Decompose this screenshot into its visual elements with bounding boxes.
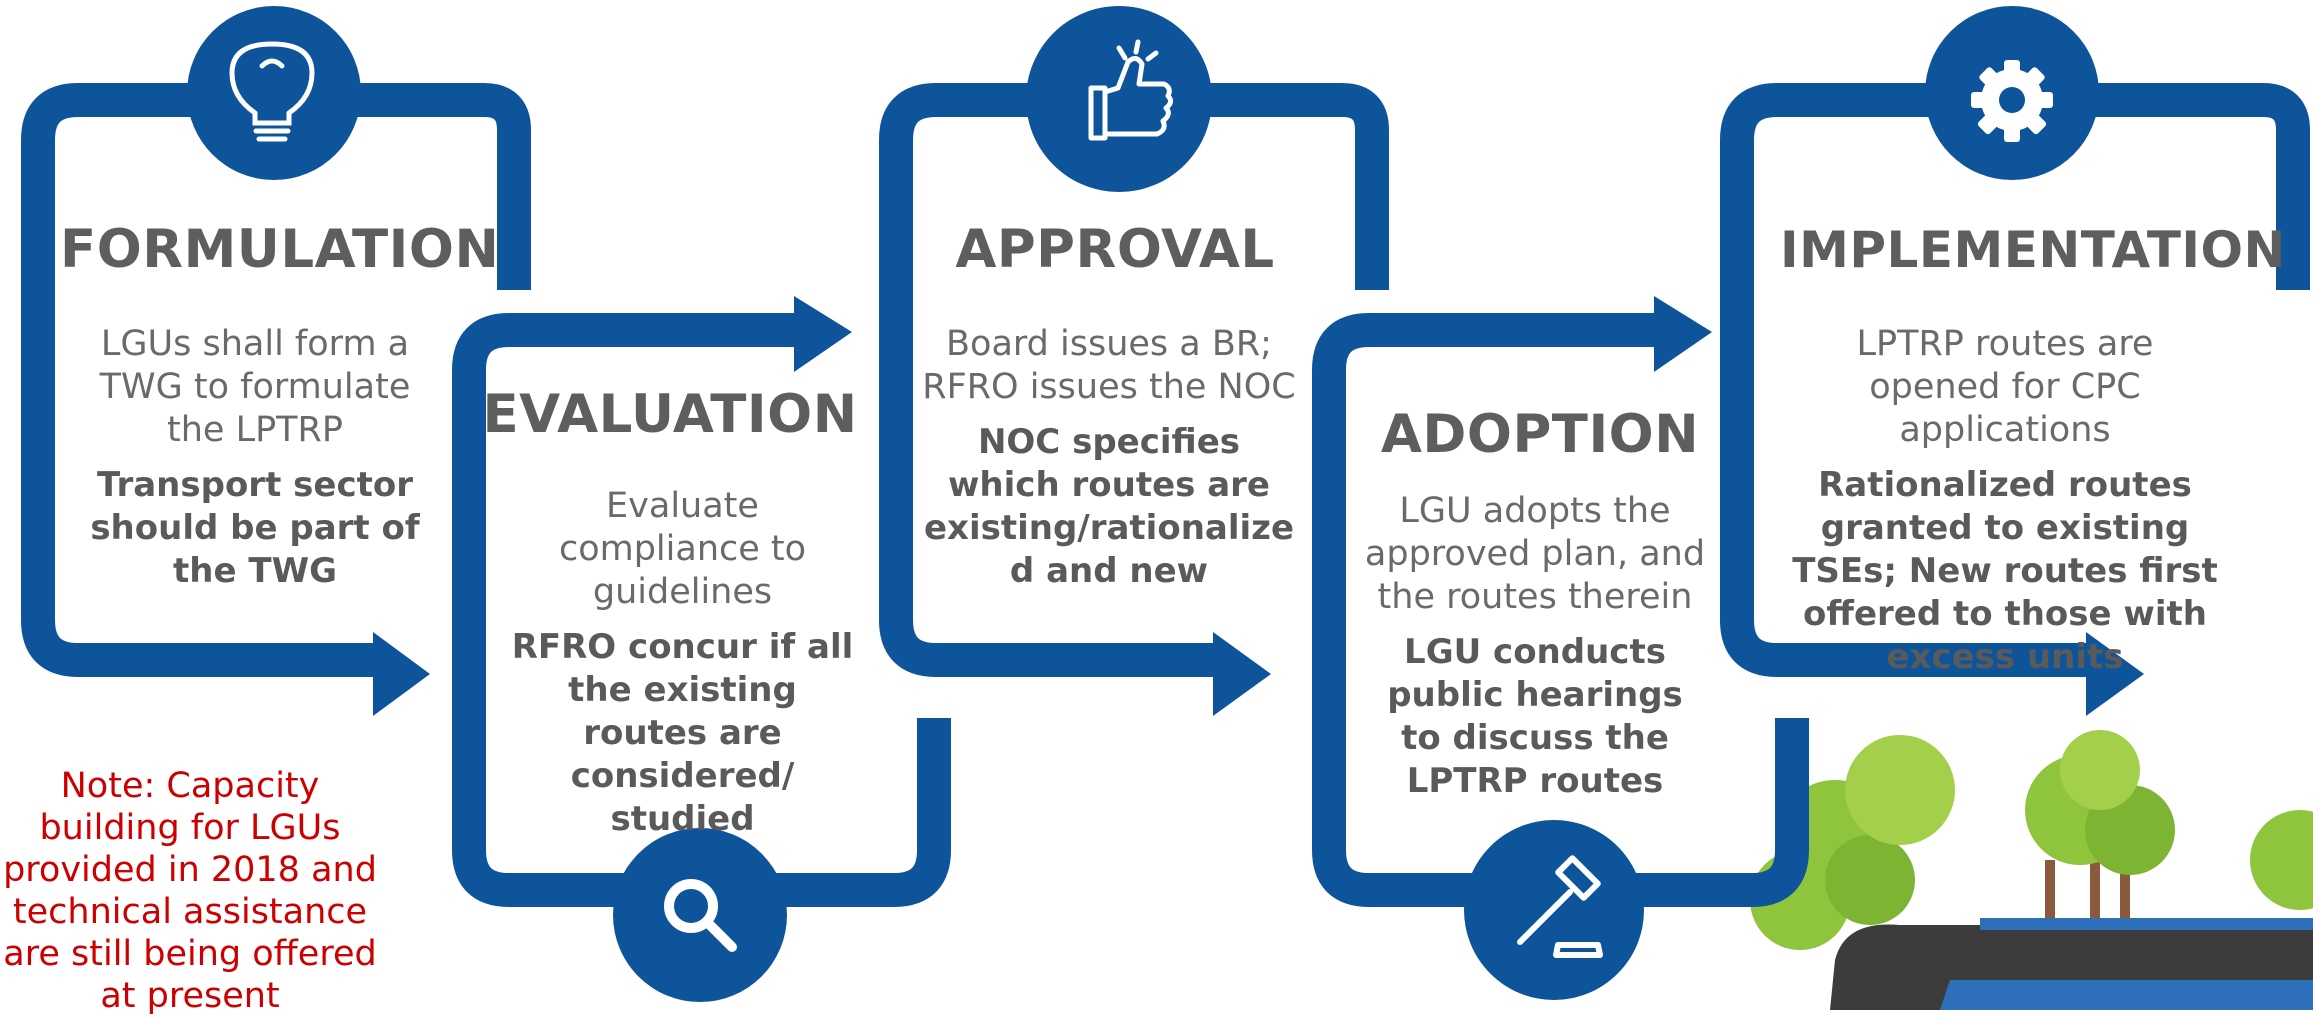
step-note: Rationalized routes granted to existing … [1792, 465, 2218, 677]
step-title-implementation: IMPLEMENTATION [1780, 221, 2286, 279]
connector-frame-4 [1312, 313, 1809, 907]
connector-frame-3 [879, 83, 1389, 677]
icon-circle-formulation [187, 6, 361, 180]
step-note: Transport sector should be part of the T… [90, 465, 420, 591]
step-body-evaluation: Evaluate compliance to guidelines RFRO c… [505, 485, 860, 841]
step-body-approval: Board issues a BR; RFRO issues the NOC N… [918, 323, 1300, 593]
icon-circle-approval [1026, 6, 1212, 192]
step-title-adoption: ADOPTION [1380, 404, 1700, 465]
arrow-head-1 [373, 632, 430, 716]
thumbs-up-icon [1088, 39, 1174, 141]
trees-and-bus-illustration [1750, 730, 2313, 1010]
lightbulb-icon [229, 41, 315, 142]
step-title-approval: APPROVAL [955, 219, 1275, 280]
arrow-head-5 [2086, 632, 2144, 716]
step-body-adoption: LGU adopts the approved plan, and the ro… [1355, 490, 1715, 803]
connector-frame-5 [1720, 83, 2310, 677]
step-note: NOC specifies which routes are existing/… [923, 422, 1295, 591]
connector-frame-2 [452, 313, 951, 907]
icon-circle-evaluation [613, 828, 787, 1002]
step-body-formulation: LGUs shall form a TWG to formulate the L… [90, 323, 420, 593]
capacity-building-note: Note: Capacity building for LGUs provide… [3, 766, 377, 1016]
step-description: LPTRP routes are opened for CPC applicat… [1856, 324, 2154, 450]
connector-frame-1 [21, 83, 531, 677]
step-description: LGUs shall form a TWG to formulate the L… [99, 324, 411, 450]
arrow-head-3 [1213, 632, 1271, 716]
magnifier-icon [664, 879, 737, 952]
step-description: LGU adopts the approved plan, and the ro… [1364, 491, 1706, 617]
step-title-formulation: FORMULATION [60, 219, 500, 280]
step-title-evaluation: EVALUATION [482, 384, 858, 445]
gavel-icon [1517, 855, 1603, 958]
gear-icon [1971, 60, 2053, 142]
step-note: RFRO concur if all the existing routes a… [511, 627, 854, 839]
step-description: Evaluate compliance to guidelines [558, 486, 807, 612]
arrow-head-2 [794, 296, 852, 372]
arrow-head-4 [1654, 296, 1712, 372]
step-description: Board issues a BR; RFRO issues the NOC [922, 324, 1296, 407]
step-note: LGU conducts public hearings to discuss … [1387, 632, 1683, 801]
step-body-implementation: LPTRP routes are opened for CPC applicat… [1770, 323, 2240, 679]
